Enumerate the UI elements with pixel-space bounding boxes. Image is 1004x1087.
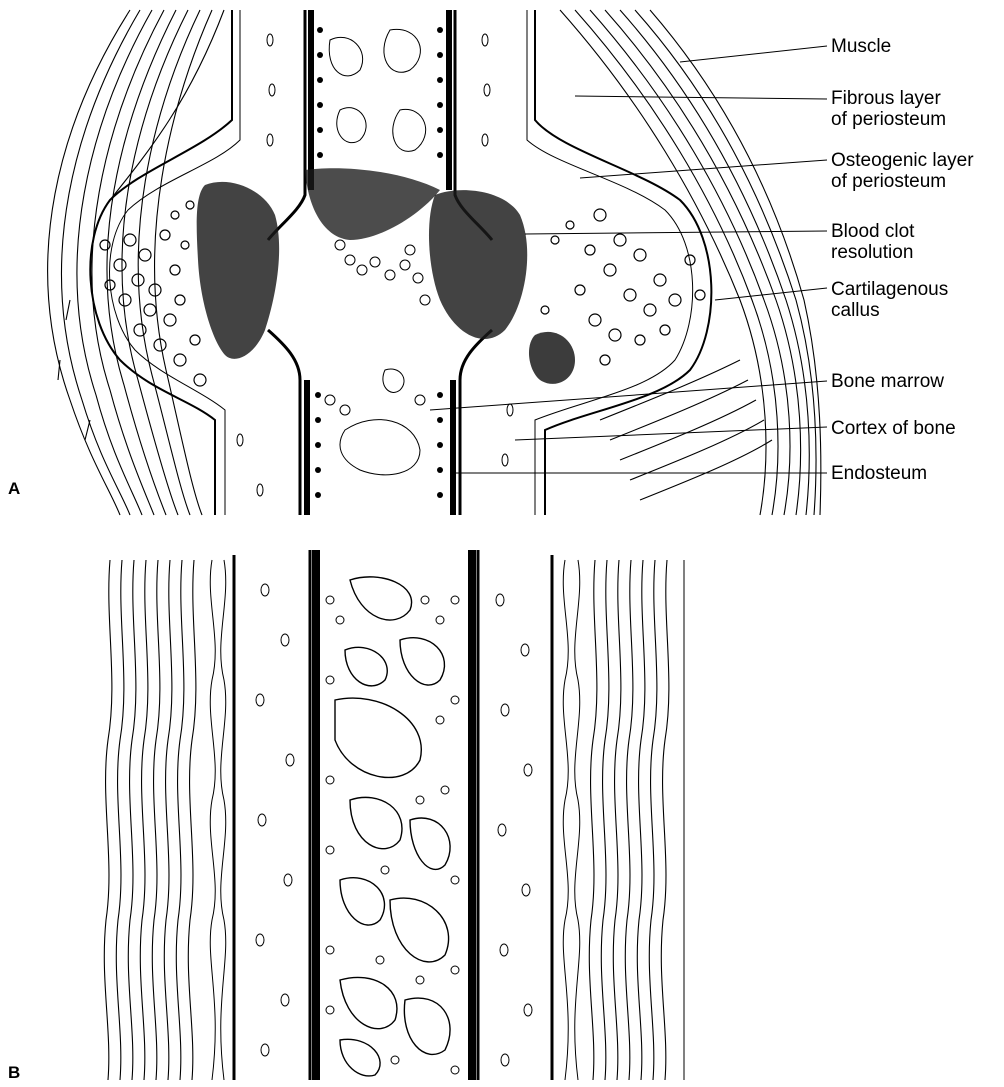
panel-a-cartilage-cells-left: [100, 201, 206, 386]
panel-a-letter: A: [8, 479, 20, 499]
panel-b-cortex: [234, 550, 552, 1080]
label-cartilage-line2: callus: [831, 300, 948, 321]
label-muscle: Muscle: [831, 36, 891, 57]
leader-osteogenic: [580, 160, 827, 178]
panel-b-letter: B: [8, 1063, 20, 1083]
label-cortex-line1: Cortex of bone: [831, 418, 956, 439]
label-endosteum: Endosteum: [831, 463, 927, 484]
label-osteogenic-line1: Osteogenic layer: [831, 150, 974, 171]
panel-a-blood-clot: [197, 168, 575, 384]
panel-a-marrow-cells: [325, 29, 430, 474]
panel-a-left-muscle: [48, 10, 224, 515]
panel-a-illustration: [48, 10, 821, 515]
label-endosteum-line1: Endosteum: [831, 463, 927, 484]
panel-b-illustration: [104, 550, 669, 1080]
label-marrow-line1: Bone marrow: [831, 371, 944, 392]
panel-b-right-muscle: [589, 560, 669, 1080]
panel-b-lacunae: [256, 584, 532, 1066]
panel-b-left-muscle: [104, 560, 196, 1080]
leader-cortex: [515, 427, 827, 440]
leader-muscle: [680, 46, 827, 62]
label-fibrous-line1: Fibrous layer: [831, 88, 946, 109]
panel-b-endosteum: [312, 550, 476, 1080]
label-blood-clot: Blood clot resolution: [831, 221, 914, 263]
label-osteogenic-layer: Osteogenic layer of periosteum: [831, 150, 974, 192]
panel-b-right-periosteum: [563, 560, 579, 1080]
label-muscle-line1: Muscle: [831, 36, 891, 57]
label-fibrous-layer: Fibrous layer of periosteum: [831, 88, 946, 130]
leader-marrow: [430, 381, 827, 410]
label-bone-marrow: Bone marrow: [831, 371, 944, 392]
label-clot-line2: resolution: [831, 242, 914, 263]
panel-a-marrow-nuclei: [315, 27, 443, 498]
label-clot-line1: Blood clot: [831, 221, 914, 242]
panel-b-left-periosteum: [210, 560, 225, 1080]
leader-cartilage: [715, 288, 827, 300]
label-osteogenic-line2: of periosteum: [831, 171, 974, 192]
label-fibrous-line2: of periosteum: [831, 109, 946, 130]
label-cartilage-line1: Cartilagenous: [831, 279, 948, 300]
panel-b-marrow-spaces: [335, 577, 450, 1076]
label-cortex-of-bone: Cortex of bone: [831, 418, 956, 439]
label-cartilagenous-callus: Cartilagenous callus: [831, 279, 948, 321]
